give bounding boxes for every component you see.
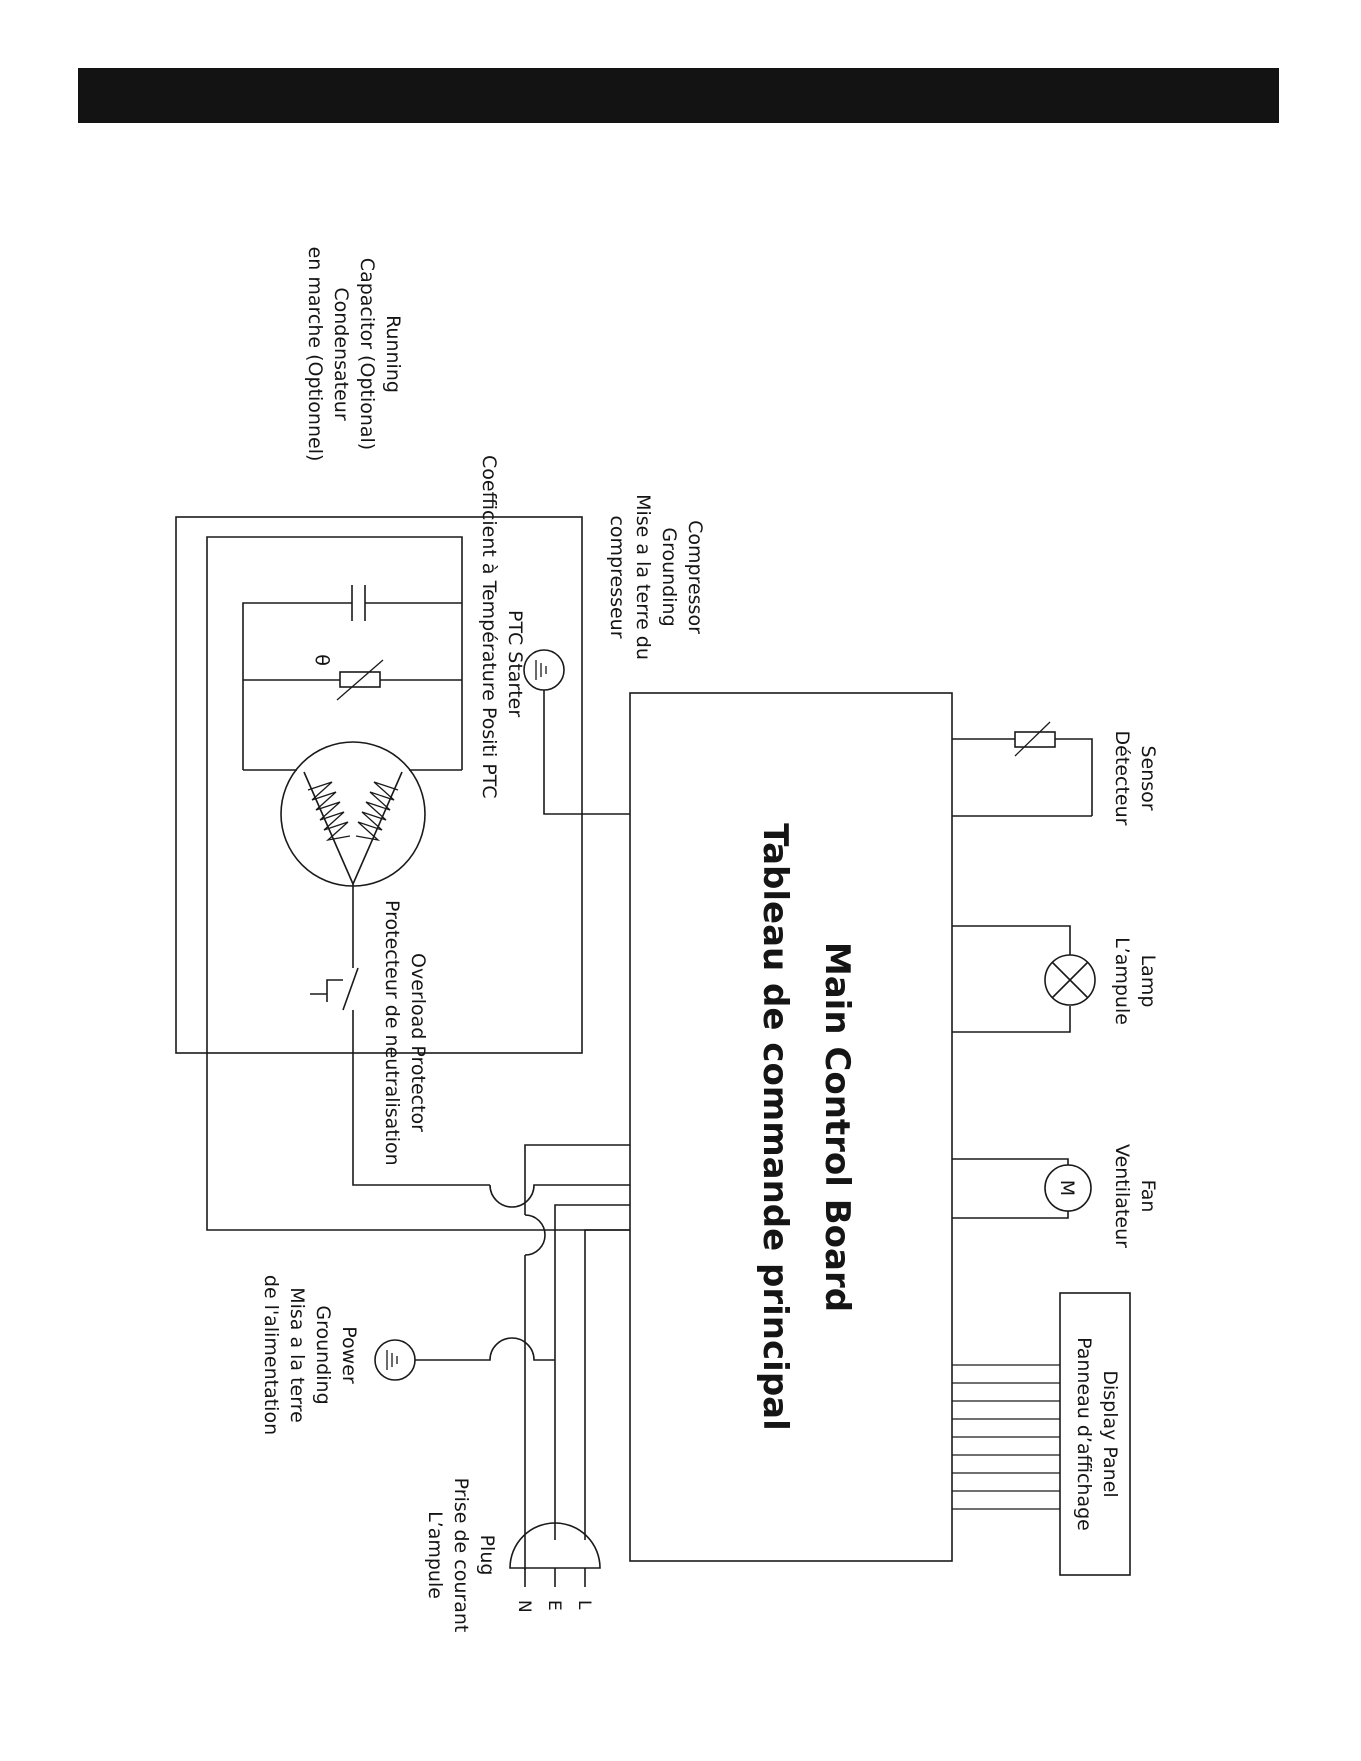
power-grounding-l1: Power [338, 1326, 360, 1384]
plug-pin-n: N [514, 1600, 534, 1613]
fan-motor-icon: M [952, 1158, 1092, 1219]
running-capacitor-l1: Running [382, 315, 404, 393]
plug-icon [509, 1522, 601, 1587]
running-capacitor-l3: Condensateur [330, 287, 352, 420]
overload-l2: Protecteur de neutralisation [381, 900, 403, 1166]
running-capacitor-l4: en marche (Optionnel) [304, 247, 326, 462]
svg-text:θ: θ [311, 654, 333, 666]
fan-label-en: Fan [1137, 1180, 1159, 1213]
power-grounding-l4: de l'alimentation [260, 1275, 282, 1435]
compressor-grounding-l3: Mise a la terre du [632, 494, 654, 660]
overload-protector-icon [310, 895, 630, 1208]
lamp-label-fr: L’ampule [1111, 937, 1133, 1025]
sensor-component [952, 721, 1093, 817]
power-grounding-icon [374, 1337, 555, 1381]
display-label-fr: Panneau d’affichage [1073, 1337, 1095, 1531]
lamp-label-en: Lamp [1137, 955, 1159, 1008]
main-control-board-box [629, 692, 953, 1562]
plug-label-l2: Prise de courant [450, 1478, 472, 1633]
capacitor-ptc-network: θ [242, 585, 462, 771]
display-panel-component [952, 1292, 1131, 1576]
sensor-label-en: Sensor [1137, 745, 1159, 810]
compressor-grounding-l2: Grounding [658, 527, 680, 626]
power-grounding-l2: Grounding [312, 1305, 334, 1404]
ptc-starter-l1: PTC Starter [504, 610, 526, 717]
outer-run-wire [206, 536, 630, 1231]
running-capacitor-l2: Capacitor (Optional) [356, 258, 378, 450]
plug-label-l1: Plug [476, 1535, 498, 1576]
compressor-enclosure [175, 516, 583, 1054]
compressor-grounding-icon [523, 649, 630, 815]
compressor-grounding-l4: compresseur [606, 515, 628, 638]
compressor-grounding-l1: Compressor [684, 520, 706, 634]
display-label-en: Display Panel [1099, 1370, 1121, 1497]
power-grounding-l3: Misa a la terre [286, 1287, 308, 1423]
overload-l1: Overload Protector [407, 953, 429, 1132]
svg-text:M: M [1056, 1180, 1078, 1196]
ptc-starter-l2: Coefficient à Température Positi PTC [478, 455, 500, 799]
main-board-title: Main Control Board [817, 942, 857, 1312]
lamp-icon [952, 925, 1096, 1033]
plug-pin-l: L [574, 1600, 594, 1610]
supply-wires [524, 1144, 630, 1570]
main-board-subtitle: Tableau de commande principal [755, 823, 795, 1430]
plug-pin-e: E [544, 1600, 564, 1611]
header-bar [78, 68, 1279, 123]
plug-label-l3: L’ampule [424, 1511, 446, 1599]
sensor-label-fr: Détecteur [1111, 731, 1133, 826]
fan-label-fr: Ventilateur [1111, 1144, 1133, 1248]
compressor-motor-icon [280, 741, 426, 895]
